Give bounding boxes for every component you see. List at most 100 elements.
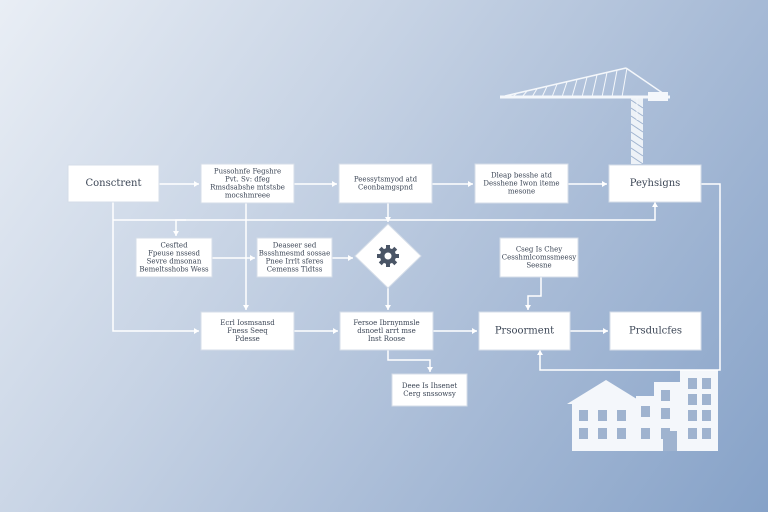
- arrowhead: [385, 217, 391, 222]
- node-label: dsnoetl arrt mse: [357, 327, 416, 335]
- building-window: [598, 410, 607, 421]
- building-window: [598, 428, 607, 439]
- node-label: Inst Roose: [368, 335, 405, 343]
- node-box: [608, 164, 702, 203]
- node-label: Fpeuse nssesd: [148, 250, 200, 258]
- arrowhead: [468, 181, 473, 187]
- arrowhead: [525, 305, 531, 310]
- arrowhead: [427, 367, 433, 372]
- node-label: Cemenss Tidtss: [267, 266, 323, 274]
- crane-counterweight: [648, 92, 668, 101]
- node-label: Sevre dmsonan: [147, 258, 202, 266]
- node-box: [200, 163, 295, 204]
- crane-top-chord: [504, 67, 627, 97]
- gear-tooth: [386, 262, 390, 267]
- crane-brace: [630, 131, 644, 141]
- crane-brace: [630, 155, 644, 165]
- crane-brace: [630, 147, 644, 157]
- arrowhead: [537, 350, 543, 355]
- arrowhead: [603, 328, 608, 334]
- decision-diamond: [354, 223, 422, 289]
- node-box: [135, 237, 213, 278]
- building-window: [617, 428, 626, 439]
- connector-line: [527, 277, 542, 310]
- crane-brace: [630, 123, 644, 133]
- node-label: mocshmreee: [225, 192, 270, 200]
- crane-counter-chord: [625, 67, 668, 97]
- node-label: Consctrent: [85, 178, 141, 189]
- crane-lattice: [531, 88, 538, 98]
- node-label: Ecrl Iosmsansd: [220, 319, 275, 327]
- node-label: Prsdulcfes: [629, 326, 682, 337]
- connector-line: [539, 183, 721, 371]
- node-box: [67, 164, 160, 203]
- node-label: Peessytsmyod atd: [354, 176, 418, 184]
- process-node: Prsoorment: [478, 311, 571, 351]
- process-node: Peyhsigns: [608, 164, 702, 203]
- node-box: [339, 311, 434, 351]
- building-window: [661, 390, 670, 401]
- building-window: [702, 428, 711, 439]
- arrowhead: [332, 181, 337, 187]
- node-label: Peyhsigns: [630, 178, 681, 189]
- building-window: [661, 408, 670, 419]
- arrowhead: [194, 181, 199, 187]
- building-window: [579, 428, 588, 439]
- crane-lattice: [621, 67, 628, 98]
- node-label: Deaseer sed: [273, 242, 317, 250]
- node-label: Bemeltsshobs Wess: [139, 266, 209, 274]
- building-window: [702, 394, 711, 405]
- node-label: Bssshmesmd sossae: [259, 250, 330, 258]
- node-label: Cerg snssowsy: [403, 390, 456, 398]
- building-window: [702, 378, 711, 389]
- arrowhead: [602, 181, 607, 187]
- arrowhead: [250, 255, 255, 261]
- node-label: Pvt. Sv: dfeg: [225, 176, 270, 184]
- building-tower: [680, 370, 718, 451]
- gear-hole: [384, 252, 392, 260]
- arrowhead: [173, 231, 179, 236]
- crane-lattice: [601, 72, 608, 98]
- process-node: Prsdulcfes: [609, 311, 702, 351]
- building-door: [663, 431, 677, 451]
- arrowhead: [348, 255, 353, 261]
- node-box: [609, 311, 702, 351]
- building-window: [579, 410, 588, 421]
- arrowhead: [652, 202, 658, 207]
- node-box: [391, 373, 468, 407]
- node-label: Fness Seeq: [227, 327, 268, 335]
- crane-lattice: [551, 83, 558, 98]
- building-window: [688, 394, 697, 405]
- arrowhead: [385, 305, 391, 310]
- crane-lattice: [611, 70, 618, 98]
- crane-lattice: [561, 81, 568, 98]
- node-label: Cseg Is Chey: [516, 246, 562, 254]
- crane-brace: [630, 139, 644, 149]
- node-label: Pdesse: [235, 335, 260, 343]
- crane-lattice: [521, 90, 528, 98]
- node-label: Fersoe Ibrnynmsle: [353, 319, 419, 327]
- building-illustration: [567, 370, 718, 451]
- connector-line: [175, 219, 186, 236]
- node-label: Cesshmlcomssmeesy: [502, 254, 577, 262]
- crane-lattice: [541, 86, 548, 98]
- node-box: [478, 311, 571, 351]
- crane-mast: [631, 96, 643, 164]
- node-label: Deee Is Ihsenet: [402, 382, 458, 390]
- building-window: [641, 428, 650, 439]
- building-window: [688, 378, 697, 389]
- node-label: Prsoorment: [495, 326, 554, 337]
- node-label: mesone: [508, 188, 535, 196]
- node-label: Pnee Irrlt sferes: [266, 258, 324, 266]
